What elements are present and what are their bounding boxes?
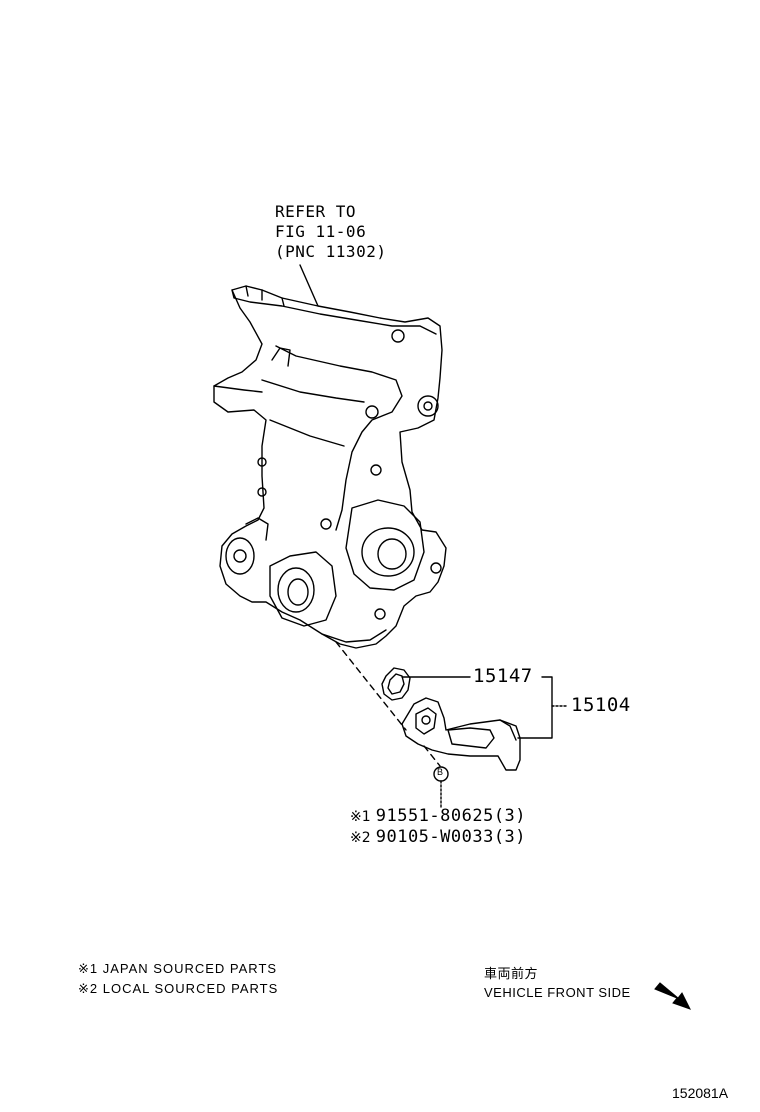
cover-bolt-hole <box>370 464 382 476</box>
strainer-flange <box>415 707 437 735</box>
cover-bolt-hole <box>320 518 332 530</box>
cover-bolt-hole <box>374 608 386 620</box>
cover-rib-left <box>275 345 403 531</box>
cover-bolt-hole <box>365 405 379 419</box>
cover-rib-mid <box>261 379 365 403</box>
cover-bolt-hole <box>417 395 439 417</box>
bolt-row-1: ※1 91551-80625(3) <box>350 806 526 826</box>
strainer-flange-hole <box>421 715 431 725</box>
cover-bolt-hole <box>257 457 267 467</box>
bolt-mark-1: ※1 <box>350 809 371 825</box>
timing-chain-cover <box>213 285 447 649</box>
cover-mount-ear <box>213 385 263 393</box>
bolt-part-number-1: 91551-80625(3) <box>375 806 527 826</box>
cover-top-rim <box>231 289 437 335</box>
strainer-pipe-edge <box>499 719 517 741</box>
cover-bottom-flange <box>321 629 387 643</box>
legend-mark-2: ※2 <box>78 981 99 996</box>
cover-bolt-hole <box>430 562 442 574</box>
reference-line-2: FIG 11-06 <box>275 222 367 241</box>
figure-id: 152081A <box>672 1085 729 1101</box>
cover-rim-ticks <box>245 285 285 307</box>
cover-side-stud <box>245 517 269 541</box>
cover-bolt-hole <box>391 329 405 343</box>
oil-strainer-15104 <box>401 697 521 771</box>
reference-line-1: REFER TO <box>275 202 357 221</box>
bolt-part-number-2: 90105-W0033(3) <box>375 827 527 847</box>
arrow-down-right-icon <box>654 982 692 1010</box>
water-pump-mount <box>345 499 425 591</box>
gasket-inner <box>387 673 405 695</box>
bolt-row-2: ※2 90105-W0033(3) <box>350 827 526 847</box>
crankshaft-bore <box>277 567 315 613</box>
cover-boss-top <box>271 347 291 367</box>
bolt-mark-2: ※2 <box>350 830 371 846</box>
assembly-line <box>423 745 441 767</box>
bolt-marker-label: B <box>437 767 444 777</box>
legend-text-2: LOCAL SOURCED PARTS <box>102 981 279 996</box>
callout-gasket: 15147 <box>473 665 533 687</box>
oil-pump-housing <box>269 551 337 627</box>
cover-bolt-hole-inner <box>423 401 433 411</box>
reference-line-3: (PNC 11302) <box>275 242 387 261</box>
cover-rib-low <box>269 419 345 447</box>
reference-leader-line <box>299 264 319 307</box>
legend-text-1: JAPAN SOURCED PARTS <box>102 961 278 976</box>
cover-side-boss-inner <box>233 549 247 563</box>
reference-note: REFER TO FIG 11-06 (PNC 11302) <box>275 202 386 262</box>
crankshaft-bore-inner <box>287 578 309 606</box>
legend-row-1: ※1 JAPAN SOURCED PARTS <box>78 961 277 977</box>
cover-bolt-hole <box>257 487 267 497</box>
strainer-screen <box>447 727 495 749</box>
front-label-japanese: 車両前方 <box>484 966 539 981</box>
callout-strainer-assy: 15104 <box>571 694 631 716</box>
cover-side-boss <box>225 537 255 575</box>
legend-row-2: ※2 LOCAL SOURCED PARTS <box>78 981 278 997</box>
front-label-english: VEHICLE FRONT SIDE <box>484 985 631 1000</box>
legend-mark-1: ※1 <box>78 961 99 976</box>
water-pump-bore-inner <box>377 538 407 570</box>
water-pump-bore <box>361 527 415 577</box>
assembly-line <box>335 641 407 731</box>
gasket-15147 <box>381 667 411 701</box>
bracket-leader <box>517 676 553 739</box>
